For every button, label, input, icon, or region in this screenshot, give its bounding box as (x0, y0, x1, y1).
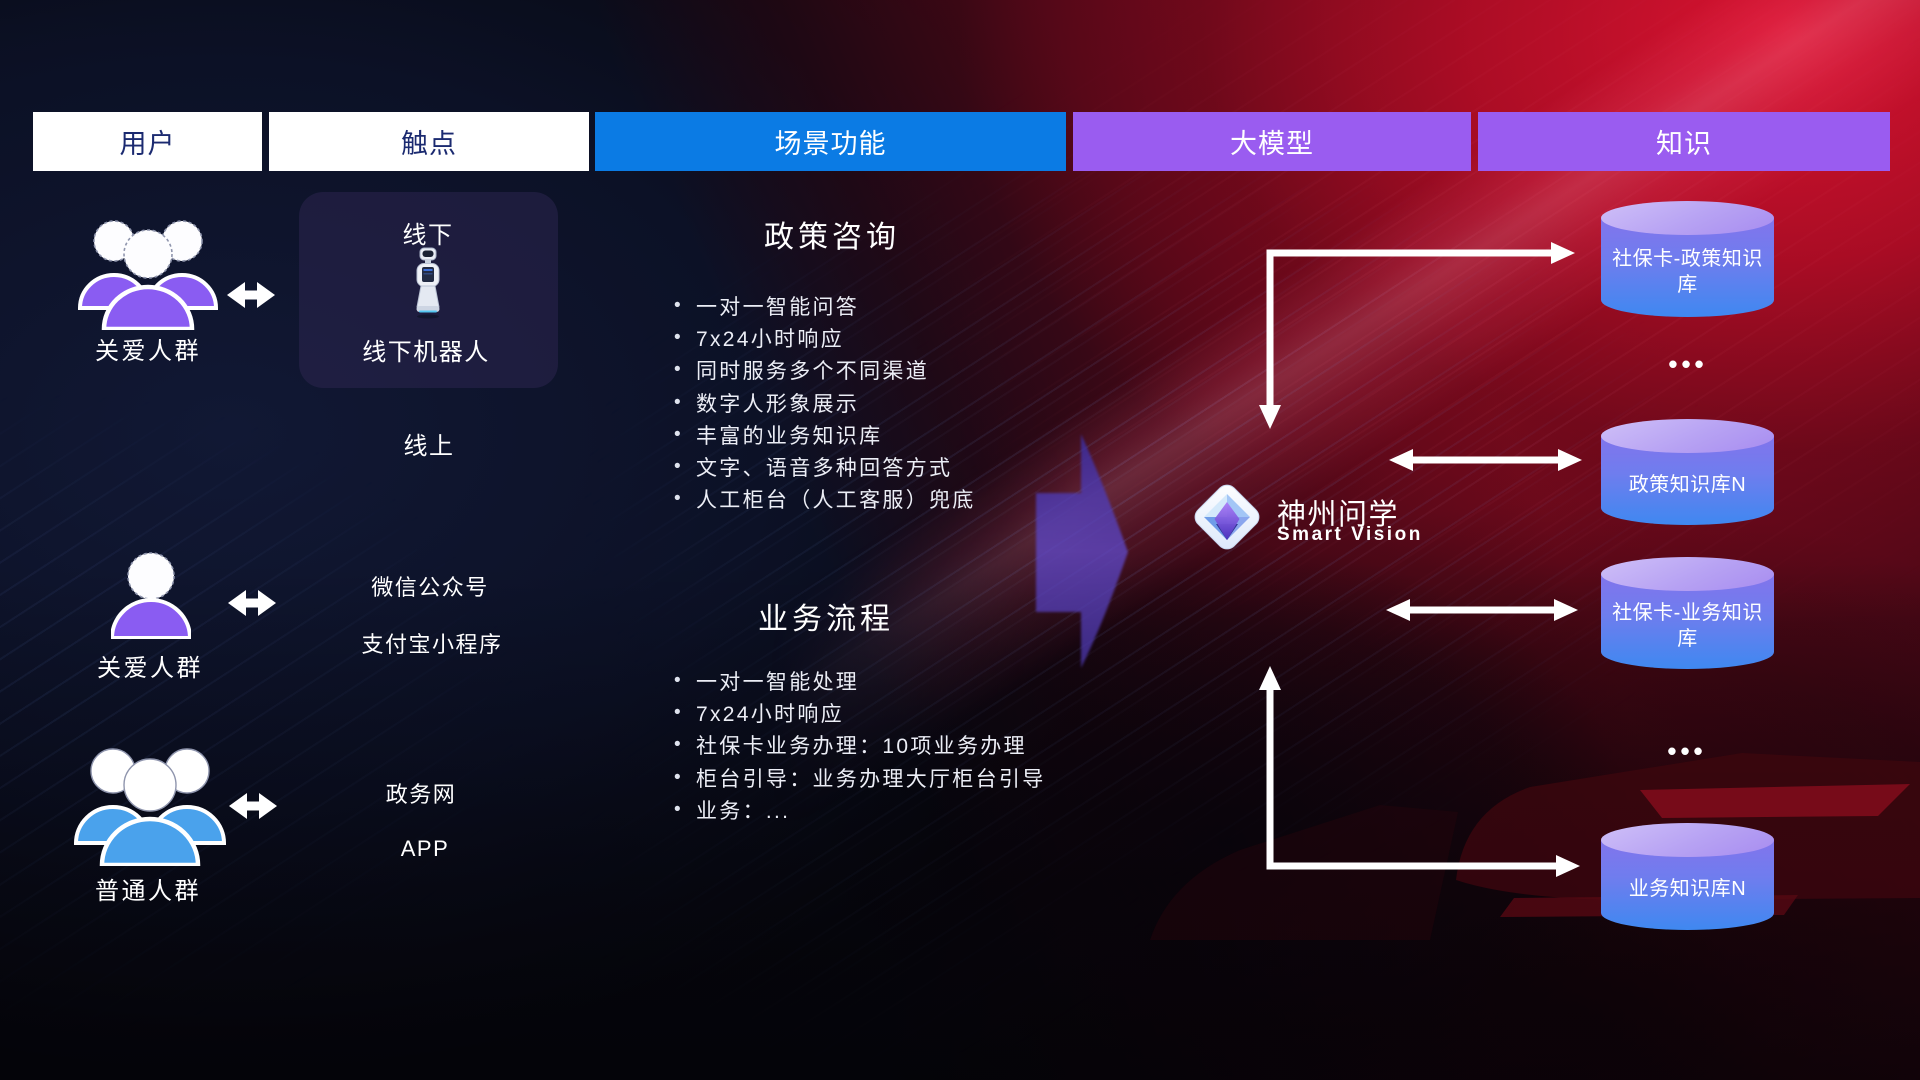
scene-policy-bullets: 一对一智能问答 7x24小时响应 同时服务多个不同渠道 数字人形象展示 丰富的业… (672, 290, 976, 515)
header-model-label: 大模型 (1230, 129, 1314, 159)
db-label: 社保卡-业务知识库 (1612, 601, 1763, 650)
db-label: 社保卡-政策知识库 (1612, 247, 1763, 296)
bullet-item: 柜台引导：业务办理大厅柜台引导 (672, 762, 1046, 794)
bullet-item: 人工柜台（人工客服）兜底 (672, 483, 976, 515)
header-knowledge: 知识 (1478, 112, 1890, 171)
bullet-item: 社保卡业务办理：10项业务办理 (672, 729, 1046, 761)
user-group-2-label: 关爱人群 (97, 655, 203, 682)
header-touchpoints: 触点 (269, 112, 589, 171)
offline-robot-label: 线下机器人 (362, 339, 490, 366)
header-users: 用户 (33, 112, 262, 171)
scene-policy-title: 政策咨询 (764, 221, 900, 254)
bullet-item: 业务：... (672, 794, 1046, 826)
bullet-item: 同时服务多个不同渠道 (672, 354, 976, 386)
header-scenes-label: 场景功能 (774, 129, 887, 159)
header-model: 大模型 (1073, 112, 1471, 171)
single-person-icon (111, 552, 191, 639)
bullet-item: 7x24小时响应 (672, 697, 1046, 729)
diamond-logo (1194, 484, 1260, 550)
channel-wechat: 微信公众号 (371, 575, 489, 600)
db-cylinder-policy-n: 政策知识库N (1601, 419, 1774, 525)
group-people-icon (78, 220, 218, 330)
db-cylinder-top (1601, 201, 1774, 235)
connector-model-db1 (1259, 242, 1575, 429)
db-cylinder-top (1601, 419, 1774, 453)
db-label: 政策知识库N (1628, 473, 1747, 496)
db-cylinder-policy-shebao: 社保卡-政策知识库 (1601, 201, 1774, 317)
scene-business-bullets: 一对一智能处理 7x24小时响应 社保卡业务办理：10项业务办理 柜台引导：业务… (672, 665, 1046, 826)
bullet-item: 数字人形象展示 (672, 387, 976, 419)
bullet-item: 文字、语音多种回答方式 (672, 451, 976, 483)
db-cylinder-business-shebao: 社保卡-业务知识库 (1601, 557, 1774, 669)
bullet-item: 7x24小时响应 (672, 322, 976, 354)
channel-govnet: 政务网 (385, 782, 457, 807)
user-group-1-label: 关爱人群 (95, 338, 201, 365)
bullet-item: 一对一智能处理 (672, 665, 1046, 697)
knowledge-ellipsis-2: ••• (1667, 736, 1707, 766)
db-label: 业务知识库N (1628, 878, 1747, 901)
online-title: 线上 (403, 433, 455, 460)
db-cylinder-top (1601, 823, 1774, 857)
header-knowledge-label: 知识 (1656, 129, 1712, 159)
header-touchpoints-label: 触点 (401, 129, 457, 159)
db-cylinder-top (1601, 557, 1774, 591)
channel-alipay: 支付宝小程序 (361, 632, 503, 657)
header-scenes: 场景功能 (595, 112, 1066, 171)
scene-business-title: 业务流程 (758, 603, 894, 636)
connector-model-db4 (1259, 666, 1580, 877)
bullet-item: 一对一智能问答 (672, 290, 976, 322)
header-users-label: 用户 (119, 129, 176, 159)
robot-icon (416, 247, 440, 319)
knowledge-ellipsis-1: ••• (1668, 349, 1708, 379)
bullet-item: 丰富的业务知识库 (672, 419, 976, 451)
user-group-3-label: 普通人群 (95, 878, 201, 905)
logo-title: 神州问学 (1277, 499, 1400, 531)
offline-title: 线下 (402, 222, 454, 249)
channel-app: APP (400, 836, 450, 861)
logo-subtitle: Smart Vision (1277, 524, 1423, 545)
db-cylinder-business-n: 业务知识库N (1601, 823, 1774, 930)
group-people-icon-blue (74, 748, 226, 866)
